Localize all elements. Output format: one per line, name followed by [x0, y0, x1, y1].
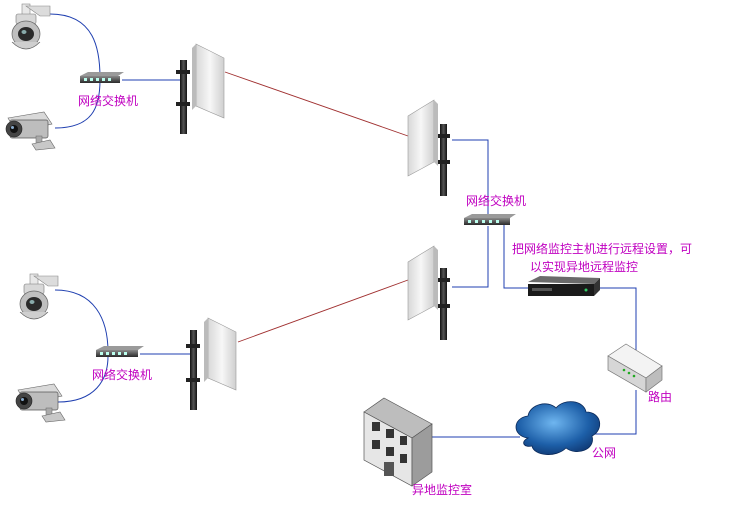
panel-antenna-icon	[186, 317, 237, 410]
cable-dome-top-to-switch	[49, 13, 101, 79]
cable-antenna-bottom-right-to-switch	[452, 226, 489, 288]
wireless-links	[224, 71, 409, 343]
panel-antenna-icon	[407, 245, 450, 340]
network-switch-icon	[80, 72, 124, 83]
cable-dome-bottom-to-switch	[54, 289, 109, 353]
box-camera-icon	[15, 383, 66, 423]
building-icon	[363, 397, 433, 487]
ptz-dome-camera-icon	[19, 273, 59, 320]
router-label: 路由	[648, 390, 673, 404]
panel-antenna-icon	[176, 43, 225, 134]
internet-label: 公网	[592, 446, 617, 460]
wireless-link-top	[224, 71, 409, 137]
cable-router-to-cloud	[590, 390, 637, 435]
panel-antenna-icon	[407, 99, 450, 196]
cable-box-top-to-switch	[54, 79, 101, 129]
box-camera-icon	[5, 111, 56, 151]
internet-cloud-icon	[515, 401, 600, 455]
router-icon	[607, 343, 663, 393]
ptz-dome-camera-icon	[11, 3, 51, 50]
cables	[49, 13, 637, 438]
remote-room-label: 异地监控室	[412, 483, 473, 497]
switch-label-bottom-left: 网络交换机	[92, 368, 153, 382]
nvr-host-icon	[528, 276, 600, 296]
network-switch-icon	[464, 214, 516, 225]
note-line-1: 把网络监控主机进行远程设置，可	[512, 242, 693, 256]
cable-switch-to-host	[503, 224, 528, 289]
cable-antenna-top-right-to-switch	[452, 139, 489, 222]
network-switch-icon	[96, 346, 144, 357]
cable-box-bottom-to-switch	[57, 355, 109, 403]
switch-label-top-left: 网络交换机	[78, 94, 139, 108]
cable-host-to-router	[594, 287, 637, 355]
switch-label-center: 网络交换机	[466, 194, 527, 208]
wireless-link-bottom	[237, 279, 409, 343]
note-line-2: 以实现异地远程监控	[530, 260, 639, 274]
